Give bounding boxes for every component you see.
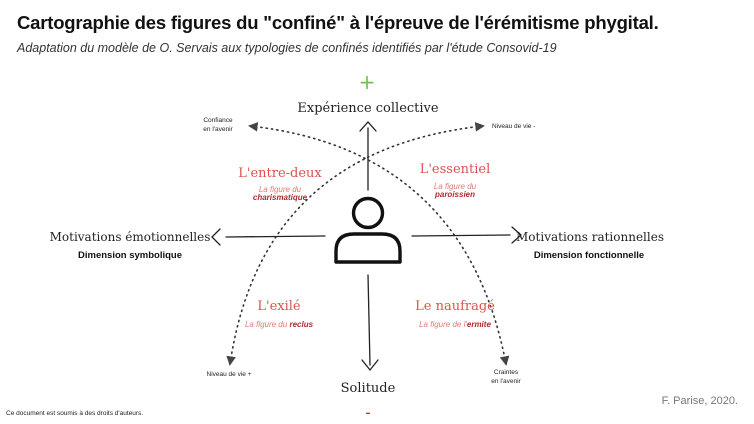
quadrant-prefix-top-right: La figure du — [434, 182, 477, 191]
arrow-right — [511, 226, 522, 244]
quadrant-figure-top-right: paroissien — [434, 190, 475, 199]
diag-bottom-right-line2: en l'avenir — [491, 378, 521, 385]
dimension-right: Dimension fonctionnelle — [534, 250, 644, 261]
axis-label-right: Motivations rationnelles — [516, 230, 664, 244]
quadrant-prefix-bottom-right: La figure de l' — [419, 320, 467, 329]
quadrant-figure-bottom-left: reclus — [289, 320, 313, 329]
diag-bottom-right-line1: Craintes — [494, 369, 519, 376]
plus-sign: + — [359, 70, 376, 94]
quadrant-prefix-bottom-left: La figure du — [245, 320, 288, 329]
page-title: Cartographie des figures du "confiné" à … — [17, 12, 659, 33]
author-credit: F. Parise, 2020. — [661, 395, 738, 407]
person-icon — [334, 196, 402, 264]
diag-top-right-line1: Niveau de vie - — [492, 123, 535, 130]
quadrant-name-bottom-right: Le naufragé — [415, 299, 495, 314]
quadrant-prefix-top-left: La figure du — [259, 185, 302, 194]
diag-top-left-line1: Confiance — [203, 117, 233, 124]
quadrant-name-top-left: L'entre-deux — [238, 166, 322, 181]
minus-sign: - — [365, 403, 371, 422]
svg-text:La figure du reclus: La figure du reclus — [245, 320, 314, 329]
page-subtitle: Adaptation du modèle de O. Servais aux t… — [17, 41, 557, 55]
quadrant-figure-top-left: charismatique — [253, 193, 308, 202]
svg-text:La figure de l'ermite: La figure de l'ermite — [419, 320, 491, 329]
diag-bottom-left-line1: Niveau de vie + — [207, 371, 252, 378]
quadrant-name-top-right: L'essentiel — [420, 162, 491, 177]
axis-horizontal-right — [411, 234, 511, 237]
axis-label-bottom: Solitude — [341, 381, 396, 396]
axis-label-top: Expérience collective — [297, 101, 439, 116]
axis-vertical-bottom — [367, 274, 371, 366]
quadrant-figure-bottom-right: ermite — [467, 320, 492, 329]
axis-label-left: Motivations émotionnelles — [50, 230, 211, 244]
axis-lines — [211, 121, 522, 372]
diagonal-curves — [226, 122, 510, 366]
dimension-left: Dimension symbolique — [78, 250, 182, 261]
curve-top-right-to-bottom-left — [226, 122, 485, 366]
arrow-left — [211, 228, 221, 246]
diag-top-left-line2: en l'avenir — [203, 126, 233, 133]
copyright-notice: Ce document est soumis à des droits d'au… — [6, 410, 144, 417]
quadrant-name-bottom-left: L'exilé — [257, 299, 301, 314]
